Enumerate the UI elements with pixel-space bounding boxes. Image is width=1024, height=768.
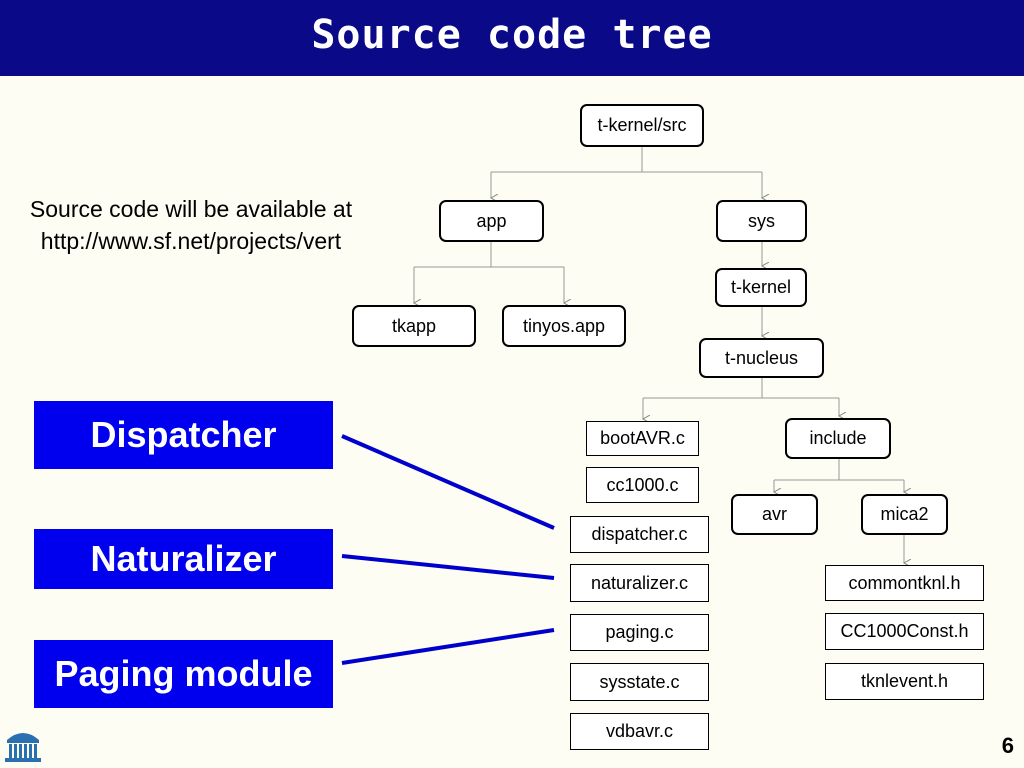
tree-node-sys: sys [716, 200, 807, 242]
tree-node-app: app [439, 200, 544, 242]
tree-node-include: include [785, 418, 891, 459]
file-node: sysstate.c [570, 663, 709, 701]
file-node: tknlevent.h [825, 663, 984, 700]
module-label-dispatcher: Dispatcher [34, 401, 333, 469]
tree-node-root: t-kernel/src [580, 104, 704, 147]
module-label-naturalizer: Naturalizer [34, 529, 333, 589]
slide-title: Source code tree [311, 12, 713, 58]
tree-node-avr: avr [731, 494, 818, 535]
availability-note-url: http://www.sf.net/projects/vert [40, 228, 342, 254]
module-label-paging: Paging module [34, 640, 333, 708]
file-node: dispatcher.c [570, 516, 709, 553]
tree-node-tkapp: tkapp [352, 305, 476, 347]
university-logo-icon [5, 733, 41, 762]
file-node: vdbavr.c [570, 713, 709, 750]
dispatcher-link-line [341, 434, 555, 530]
file-node: cc1000.c [586, 467, 699, 503]
file-node: bootAVR.c [586, 421, 699, 456]
tree-node-tinyos-app: tinyos.app [502, 305, 626, 347]
file-node: commontknl.h [825, 565, 984, 601]
tree-node-t-nucleus: t-nucleus [699, 338, 824, 378]
file-node: naturalizer.c [570, 564, 709, 602]
tree-node-mica2: mica2 [861, 494, 948, 535]
tree-node-t-kernel: t-kernel [715, 268, 807, 307]
file-node: CC1000Const.h [825, 613, 984, 650]
title-bar [0, 0, 1024, 76]
naturalizer-link-line [341, 554, 555, 580]
file-node: paging.c [570, 614, 709, 651]
availability-note-line1: Source code will be available at [29, 196, 353, 222]
page-number: 6 [1001, 733, 1014, 758]
paging-link-line [341, 628, 555, 665]
